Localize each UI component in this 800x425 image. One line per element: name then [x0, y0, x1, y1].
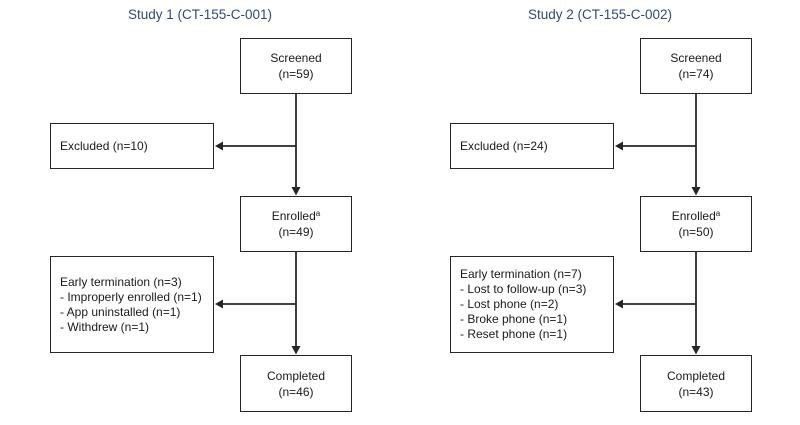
completed-label: Completed [666, 368, 726, 383]
screened-label: Screened [270, 51, 322, 65]
early-termination-item: - Lost phone (n=2) [460, 297, 559, 311]
enrolled-label: Enrolleda [271, 209, 321, 223]
study-2-screened-box: Screened (n=74) [640, 38, 752, 94]
study-2-title: Study 2 (CT-155-C-002) [527, 7, 673, 22]
enrolled-label: Enrolleda [671, 209, 721, 223]
enrolled-footnote-marker: a [315, 209, 321, 218]
enrolled-count: (n=50) [678, 225, 714, 239]
excluded-label: Excluded (n=24) [460, 139, 548, 153]
early-termination-item: - App uninstalled (n=1) [60, 304, 181, 319]
excluded-label: Excluded (n=10) [60, 139, 148, 153]
completed-count: (n=46) [278, 384, 314, 399]
early-termination-item: - Broke phone (n=1) [460, 312, 568, 326]
screened-count: (n=59) [278, 67, 314, 81]
study-1-early-termination-box: Early termination (n=3) - Improperly enr… [50, 256, 214, 353]
enrolled-footnote-marker: a [715, 209, 721, 218]
study-1-screened-box: Screened (n=59) [240, 38, 352, 94]
study-2-completed-box: Completed (n=43) [640, 355, 752, 412]
study-1-title: Study 1 (CT-155-C-001) [127, 7, 273, 22]
study-2-excluded-box: Excluded (n=24) [450, 123, 614, 169]
early-termination-item: - Lost to follow-up (n=3) [460, 282, 587, 296]
screened-label: Screened [670, 51, 722, 65]
early-termination-item: - Improperly enrolled (n=1) [60, 289, 202, 304]
screened-count: (n=74) [678, 67, 714, 81]
study-2-column: Study 2 (CT-155-C-002) Screened (n=74) E… [400, 0, 800, 425]
study-2-enrolled-box: Enrolleda (n=50) [640, 196, 752, 252]
completed-label: Completed [266, 368, 326, 383]
early-termination-item: - Reset phone (n=1) [460, 327, 568, 341]
completed-count: (n=43) [678, 384, 714, 399]
early-termination-header: Early termination (n=3) [60, 274, 182, 289]
study-2-early-termination-box: Early termination (n=7) - Lost to follow… [450, 256, 614, 353]
early-termination-header: Early termination (n=7) [460, 267, 582, 281]
study-1-completed-box: Completed (n=46) [240, 355, 352, 412]
enrolled-count: (n=49) [278, 225, 314, 239]
early-termination-item: - Withdrew (n=1) [60, 319, 150, 334]
study-1-excluded-box: Excluded (n=10) [50, 123, 214, 169]
study-1-enrolled-box: Enrolleda (n=49) [240, 196, 352, 252]
study-1-column: Study 1 (CT-155-C-001) Screened (n=59) E… [50, 7, 352, 412]
